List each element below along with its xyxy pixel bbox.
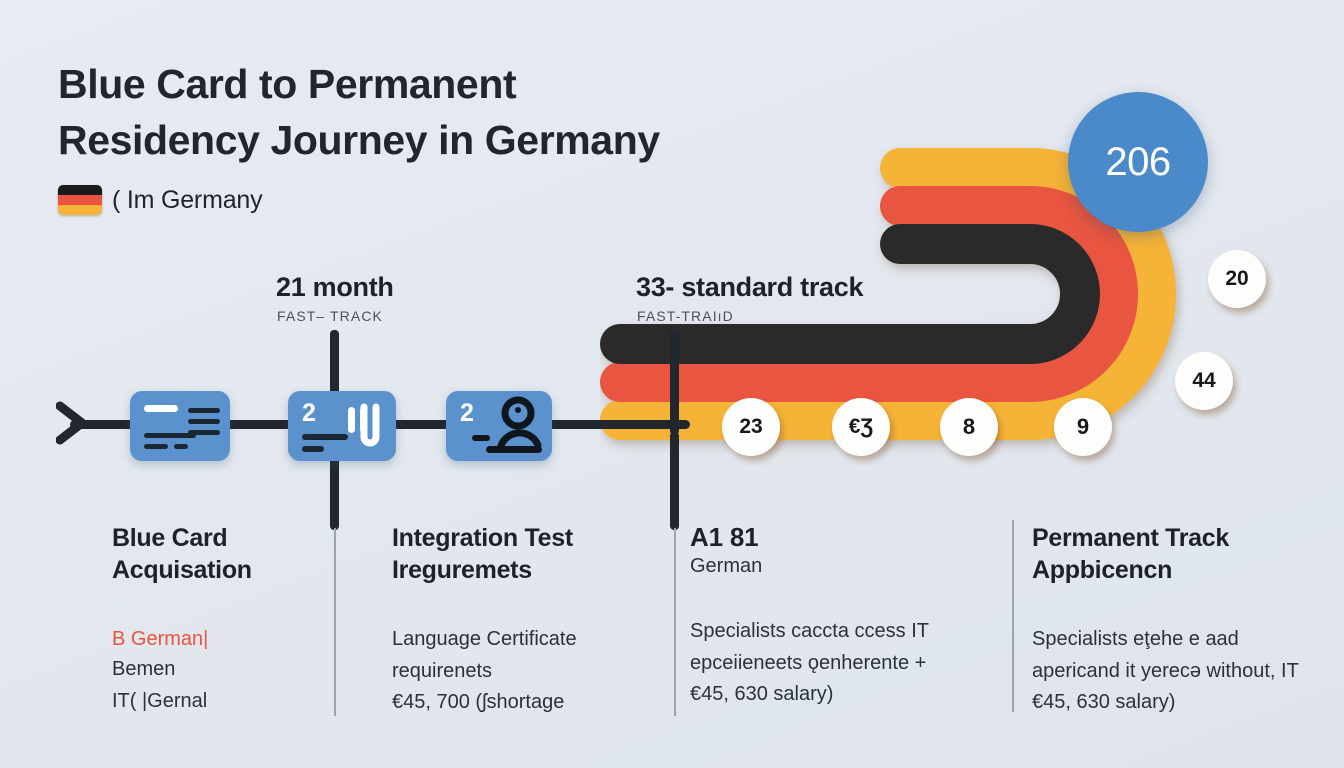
person-icon [472, 396, 542, 453]
card-language-test-number: 2 [302, 399, 316, 427]
divider-column-2 [334, 528, 336, 716]
column-1-heading-line2: Acquisation [112, 556, 252, 584]
page-title-line2: Residency Journey in Germany [58, 117, 660, 164]
column-3-body-line1: Specialists caccta ccess IT [690, 620, 929, 642]
column-a1-german: A1 81 German Specialists caccta ccess IT… [690, 522, 990, 711]
divider-column-3 [674, 528, 676, 716]
column-4-body-line2: apericand it yerecə without, IT [1032, 659, 1299, 682]
column-3-body: Specialists caccta ccess IT epceiieneets… [690, 616, 990, 711]
column-1-body-line1: Bemen [112, 658, 176, 680]
stem-milestone-1-bottom [330, 432, 339, 530]
column-3-body-line3: €45, 630 salary) [690, 683, 834, 706]
milestone-2-subtitle: FAST-TRAIıD [637, 308, 734, 324]
column-4-heading-line1: Permanent Track [1032, 524, 1229, 552]
column-4-body-line1: Specialists eţehe e aad [1032, 628, 1239, 650]
ribbon-badge-5: 44 [1175, 352, 1233, 410]
column-3-body-line2: epceiieneets ǫenherente + [690, 651, 927, 674]
ribbon-badge-5-value: 44 [1192, 369, 1216, 392]
german-flag-icon [58, 185, 102, 215]
ribbon-badge-1-value: 23 [739, 415, 763, 438]
ribbon-badge-4-value: 9 [1076, 414, 1090, 439]
column-4-heading-line2: Appbicencn [1032, 556, 1173, 584]
id-card-icon [144, 405, 220, 449]
subtitle-label: ( Im Germany [112, 185, 263, 214]
column-4-body-line3: €45, 630 salary) [1032, 691, 1176, 714]
page-title: Blue Card to Permanent Residency Journey… [58, 56, 818, 168]
stem-milestone-2-top [670, 330, 679, 435]
hero-badge-206: 206 [1068, 92, 1208, 232]
column-3-sub-paragraph: German [690, 555, 763, 577]
milestone-2-title: 33- standard track [636, 272, 864, 302]
ribbon-badge-2-value: €Ʒ [848, 415, 874, 438]
column-2-body: Language Certificate requirenets €45, 70… [392, 624, 642, 719]
milestone-1-title: 21 month [276, 272, 394, 302]
column-blue-card-acquisition: Blue Card Acquisation B German| Bemen IT… [112, 522, 327, 717]
card-applicant-person[interactable]: 2 [446, 391, 552, 461]
ribbon-badge-2: €Ʒ [832, 398, 890, 456]
ribbon-badge-1: 23 [722, 398, 780, 456]
column-integration-test: Integration Test Ireguremets Language Ce… [392, 522, 642, 719]
ribbon-badge-6: 20 [1208, 250, 1266, 308]
subtitle-row: ( Im Germany [58, 185, 263, 215]
column-permanent-track: Permanent Track Appbicencn Specialists e… [1032, 522, 1332, 719]
card-language-test[interactable]: 2 [288, 391, 396, 461]
column-2-heading: Integration Test Ireguremets [392, 522, 642, 586]
ribbon-badge-3: 8 [940, 398, 998, 456]
hero-badge-value: 206 [1105, 139, 1171, 184]
card-applicant-person-number: 2 [460, 399, 474, 427]
arrow-right-icon [56, 401, 87, 445]
column-1-body: Bemen IT( |Gernal [112, 654, 327, 717]
card-blue-card-document[interactable] [130, 391, 230, 461]
column-3-sub-heading: A1 81 [690, 522, 759, 552]
stem-milestone-2-bottom [670, 432, 679, 530]
page-title-line1: Blue Card to Permanent [58, 61, 517, 107]
column-4-heading: Permanent Track Appbicencn [1032, 522, 1332, 586]
column-4-body: Specialists eţehe e aad apericand it yer… [1032, 624, 1332, 719]
milestone-1-subtitle: FAST– TRACK [277, 308, 383, 324]
column-2-body-line1: Language Certificate [392, 628, 577, 650]
column-1-heading: Blue Card Acquisation [112, 522, 327, 586]
column-2-heading-line1: Integration Test [392, 524, 573, 552]
column-1-body-line2: IT( |Gernal [112, 689, 208, 712]
ribbon-badge-4: 9 [1054, 398, 1112, 456]
ribbon-badge-3-value: 8 [962, 414, 976, 439]
column-1-accent: B German| [112, 628, 209, 650]
ribbon-badge-6-value: 20 [1225, 267, 1249, 290]
column-1-heading-line1: Blue Card [112, 524, 228, 552]
divider-column-4 [1012, 520, 1014, 712]
stem-milestone-1-top [330, 330, 339, 448]
column-2-body-line3: €45, 700 (ʃshortage [392, 691, 565, 714]
test-tube-icon [302, 403, 380, 452]
column-2-heading-line2: Ireguremets [392, 556, 532, 584]
column-2-body-line2: requirenets [392, 659, 493, 682]
